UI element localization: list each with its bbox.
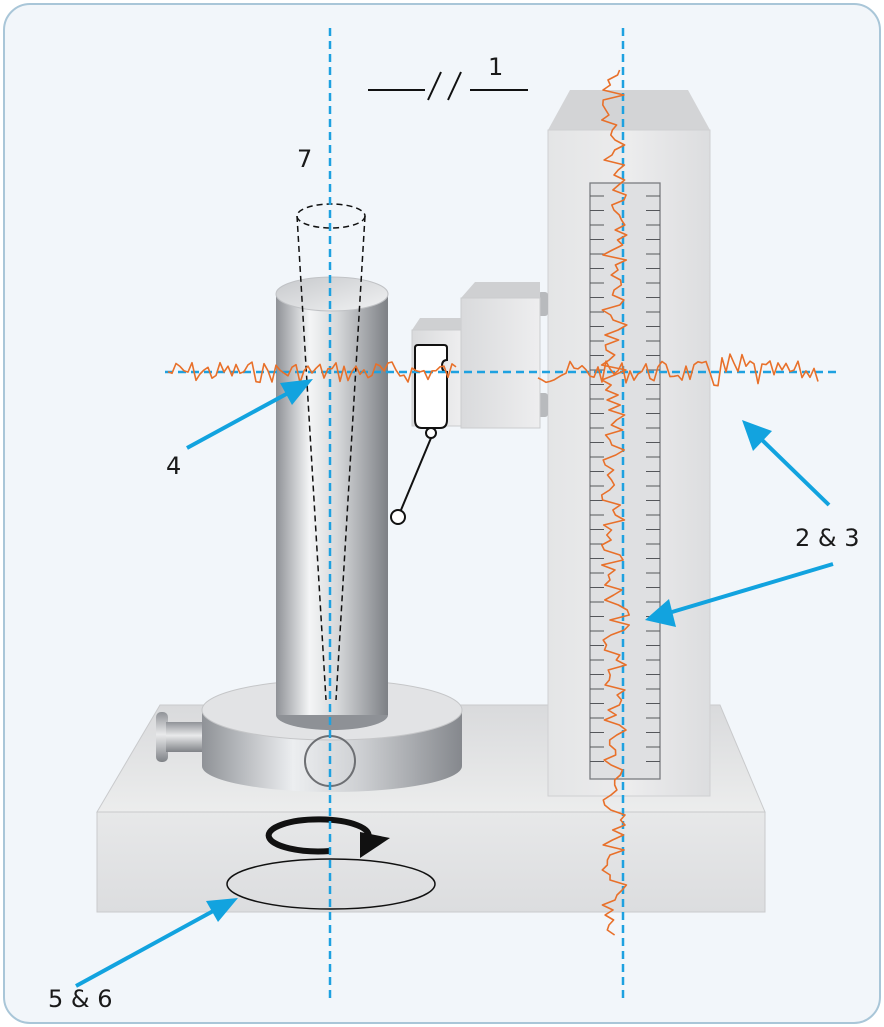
label-7: 7 (297, 145, 312, 173)
vertical-trace (600, 69, 630, 936)
callout-arrows (75, 379, 834, 988)
probe-stylus (390, 344, 448, 525)
dashed-axes (165, 28, 837, 1000)
rotation-arrow-icon (265, 816, 390, 858)
arrow-2-3-upper (742, 420, 831, 507)
horizontal-trace-left (167, 361, 457, 384)
arrow-4 (186, 379, 313, 450)
cylinder-workpiece (275, 276, 389, 730)
arrow-5-6 (75, 898, 238, 988)
base-knob (156, 712, 206, 762)
parallelism-symbol-icon (368, 71, 528, 101)
label-5-6: 5 & 6 (48, 985, 113, 1013)
column-scale (589, 182, 661, 780)
arrow-2-3-lower (645, 562, 834, 627)
base-reference-ellipse (226, 858, 436, 910)
label-1: 1 (488, 53, 503, 81)
label-2-3: 2 & 3 (795, 524, 860, 552)
label-4: 4 (166, 452, 181, 480)
measurement-traces (167, 69, 819, 936)
horizontal-trace-right (537, 353, 819, 387)
